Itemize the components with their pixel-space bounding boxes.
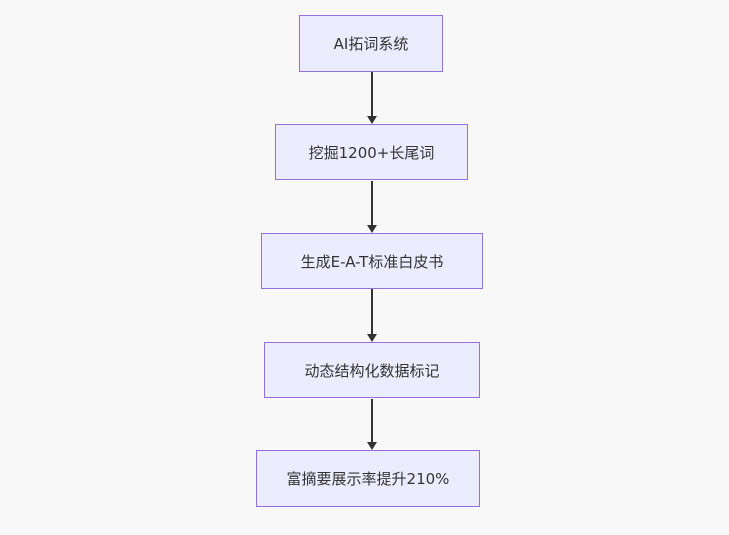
node-label: 生成E-A-T标准白皮书 — [300, 252, 444, 271]
arrowhead-icon — [366, 225, 377, 233]
arrowhead-icon — [366, 442, 377, 450]
node-label: 挖掘1200+长尾词 — [308, 143, 435, 162]
flow-arrow-down-icon — [365, 72, 378, 124]
arrow-shaft — [371, 289, 373, 335]
arrowhead-icon — [366, 116, 377, 124]
flowchart-node-ai-word-system: AI拓词系统 — [299, 15, 443, 72]
flowchart-node-structured-data: 动态结构化数据标记 — [264, 342, 480, 398]
flow-arrow-down-icon — [365, 181, 378, 233]
arrow-shaft — [371, 399, 373, 443]
flow-arrow-down-icon — [365, 399, 378, 450]
node-label: AI拓词系统 — [333, 35, 409, 53]
flowchart-node-rich-snippet-result: 富摘要展示率提升210% — [256, 450, 480, 507]
arrowhead-icon — [366, 334, 377, 342]
flowchart-node-eat-whitepaper: 生成E-A-T标准白皮书 — [261, 233, 483, 289]
node-label: 动态结构化数据标记 — [304, 361, 440, 380]
flowchart-node-longtail-mining: 挖掘1200+长尾词 — [275, 124, 468, 180]
flow-arrow-down-icon — [365, 289, 378, 342]
arrow-shaft — [371, 72, 373, 117]
arrow-shaft — [371, 181, 373, 226]
node-label: 富摘要展示率提升210% — [286, 470, 450, 488]
